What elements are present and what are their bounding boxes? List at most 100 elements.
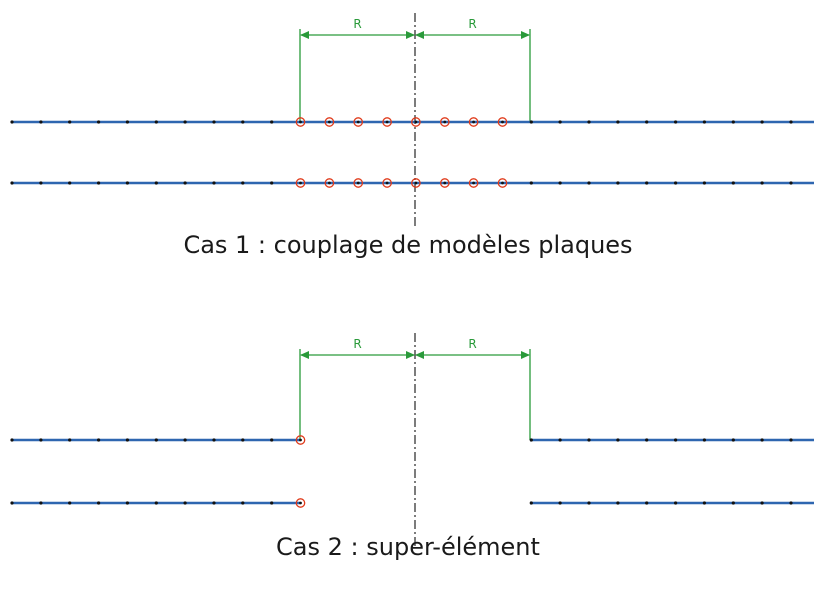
case-2-plate-1-coupled-node-center: [299, 438, 302, 442]
case-1-plate-2-node: [760, 181, 764, 185]
case-2-dimension-right-arrowhead-left: [415, 351, 424, 359]
case-1-plate-1-node: [674, 120, 678, 124]
case-1-plate-2-coupled-node-center: [356, 181, 360, 185]
case-1-dimension-right-arrowhead-left: [415, 31, 424, 39]
case-2-dimension-label-left: R: [353, 337, 361, 351]
case-1-plate-2-node: [10, 181, 14, 185]
case-1-plate-1-coupled-node-center: [414, 120, 418, 124]
case-2-plate-1-node: [125, 438, 129, 442]
case-1-plate-1-node: [558, 120, 562, 124]
case-2-plate-1-node: [789, 438, 793, 442]
case-1-plate-2-node: [616, 181, 620, 185]
case-2-plate-2-node: [125, 501, 129, 505]
case-1-plate-1-node: [212, 120, 216, 124]
case-1-plate-1-node: [529, 120, 533, 124]
case-1-plate-2-node: [702, 181, 707, 185]
case-1-plate-1-node: [68, 120, 72, 124]
case-1-plate-1-node: [241, 120, 245, 124]
case-2-plate-1-node: [154, 438, 158, 442]
case-2-plate-2-node: [212, 501, 216, 505]
case-2-plate-2-node: [645, 501, 649, 505]
case-1-plate-1-node: [789, 120, 793, 124]
case-2-plate-2-node: [68, 501, 72, 505]
case-2-plate-2-node: [270, 501, 274, 505]
case-1-plate-2-coupled-node: [295, 178, 306, 188]
case-2-plate-2-node: [183, 501, 187, 505]
case-1-plate-1-node: [183, 120, 187, 124]
case-2-plate-2-node: [587, 501, 591, 505]
case-1-plate-1-coupled-node: [353, 117, 364, 127]
case-1-plate-1-node: [616, 120, 620, 124]
case-1-plate-1-coupled-node: [439, 117, 450, 127]
case-2-plate-2-node: [154, 501, 158, 505]
case-2-plate-1-node: [731, 438, 735, 442]
case-1-plate-1-coupled-node-center: [443, 120, 447, 124]
case-1-plate-1-node: [587, 120, 591, 124]
case-1-plate-2-coupled-node: [324, 178, 335, 188]
case-2-plate-1-node: [97, 438, 101, 442]
case-1-plate-2-node: [587, 181, 591, 185]
case-1-plate-1-coupled-node-center: [328, 120, 331, 124]
case-2-plate-1-node: [587, 438, 591, 442]
case-1-plate-1-coupled-node-center: [501, 120, 504, 124]
case-2-plate-2-coupled-node: [295, 498, 306, 508]
case-1-plate-2-coupled-node: [468, 178, 479, 188]
case-2-caption: Cas 2 : super-élément: [276, 533, 540, 561]
case-2-plate-2-node: [760, 501, 764, 505]
case-2-plate-1-node: [674, 438, 678, 442]
case-1-plate-1-node: [731, 120, 735, 124]
case-1-plate-2-node: [125, 181, 129, 185]
case-1-plate-1-node: [39, 120, 43, 124]
case-2-plate-2-coupled-node-center: [299, 501, 302, 505]
case-2-dimension-right-arrowhead-right: [521, 351, 530, 359]
case-2-plate-1-node: [645, 438, 649, 442]
case-2-plate-1-node: [270, 438, 274, 442]
case-1-plate-1-coupled-node: [468, 117, 479, 127]
case-2-plate-2-node: [789, 501, 793, 505]
case-1-plate-1-node: [702, 120, 707, 124]
case-2-plate-2-node: [731, 501, 735, 505]
case-1-plate-2-coupled-node: [411, 178, 421, 188]
case-1-plate-1-node: [97, 120, 101, 124]
case-2-plate-1-node: [10, 438, 14, 442]
case-1-plate-2-coupled-node: [439, 178, 450, 188]
case-1-plate-2-node: [183, 181, 187, 185]
case-1-plate-2-node: [731, 181, 735, 185]
case-1-plate-2-coupled-node: [382, 178, 392, 188]
case-2-plate-1-node: [183, 438, 187, 442]
case-2-plate-1-node: [39, 438, 43, 442]
case-1-plate-2-node: [241, 181, 245, 185]
case-1-plate-1-node: [270, 120, 274, 124]
case-1-caption: Cas 1 : couplage de modèles plaques: [183, 231, 633, 259]
case-2-plate-2-node: [97, 501, 101, 505]
case-1-plate-1-node: [10, 120, 14, 124]
case-2-plate-1-node: [616, 438, 620, 442]
case-1-dimension-label-left: R: [353, 17, 361, 31]
case-1-dimension-left-arrowhead-right: [406, 31, 415, 39]
case-2-dimension-left-arrowhead-left: [300, 351, 309, 359]
case-1-plate-1-coupled-node: [382, 117, 392, 127]
case-1-plate-2-node: [212, 181, 216, 185]
case-1-plate-1-node: [154, 120, 158, 124]
case-1-plate-2-node: [529, 181, 533, 185]
case-1-plate-1-node: [645, 120, 649, 124]
case-1-plate-2-node: [68, 181, 72, 185]
case-2-plate-1-node: [68, 438, 72, 442]
case-1-plate-1-coupled-node: [411, 117, 421, 127]
case-1-plate-2-node: [789, 181, 793, 185]
case-1-plate-2-coupled-node-center: [443, 181, 447, 185]
case-2-plate-2-node: [558, 501, 562, 505]
case-1-plate-1-node: [125, 120, 129, 124]
case-1-plate-1-coupled-node-center: [299, 120, 302, 124]
case-1-plate-2-node: [674, 181, 678, 185]
case-1-plate-2-coupled-node-center: [385, 181, 389, 185]
case-1-plate-2-coupled-node: [497, 178, 508, 188]
case-1-plate-1-coupled-node: [497, 117, 508, 127]
case-1-plate-2-node: [97, 181, 101, 185]
case-2-plate-1-node: [529, 438, 533, 442]
case-1-plate-2-node: [645, 181, 649, 185]
case-1-plate-2-coupled-node-center: [299, 181, 302, 185]
case-1-plate-2-node: [154, 181, 158, 185]
case-1-plate-2-coupled-node-center: [414, 181, 418, 185]
